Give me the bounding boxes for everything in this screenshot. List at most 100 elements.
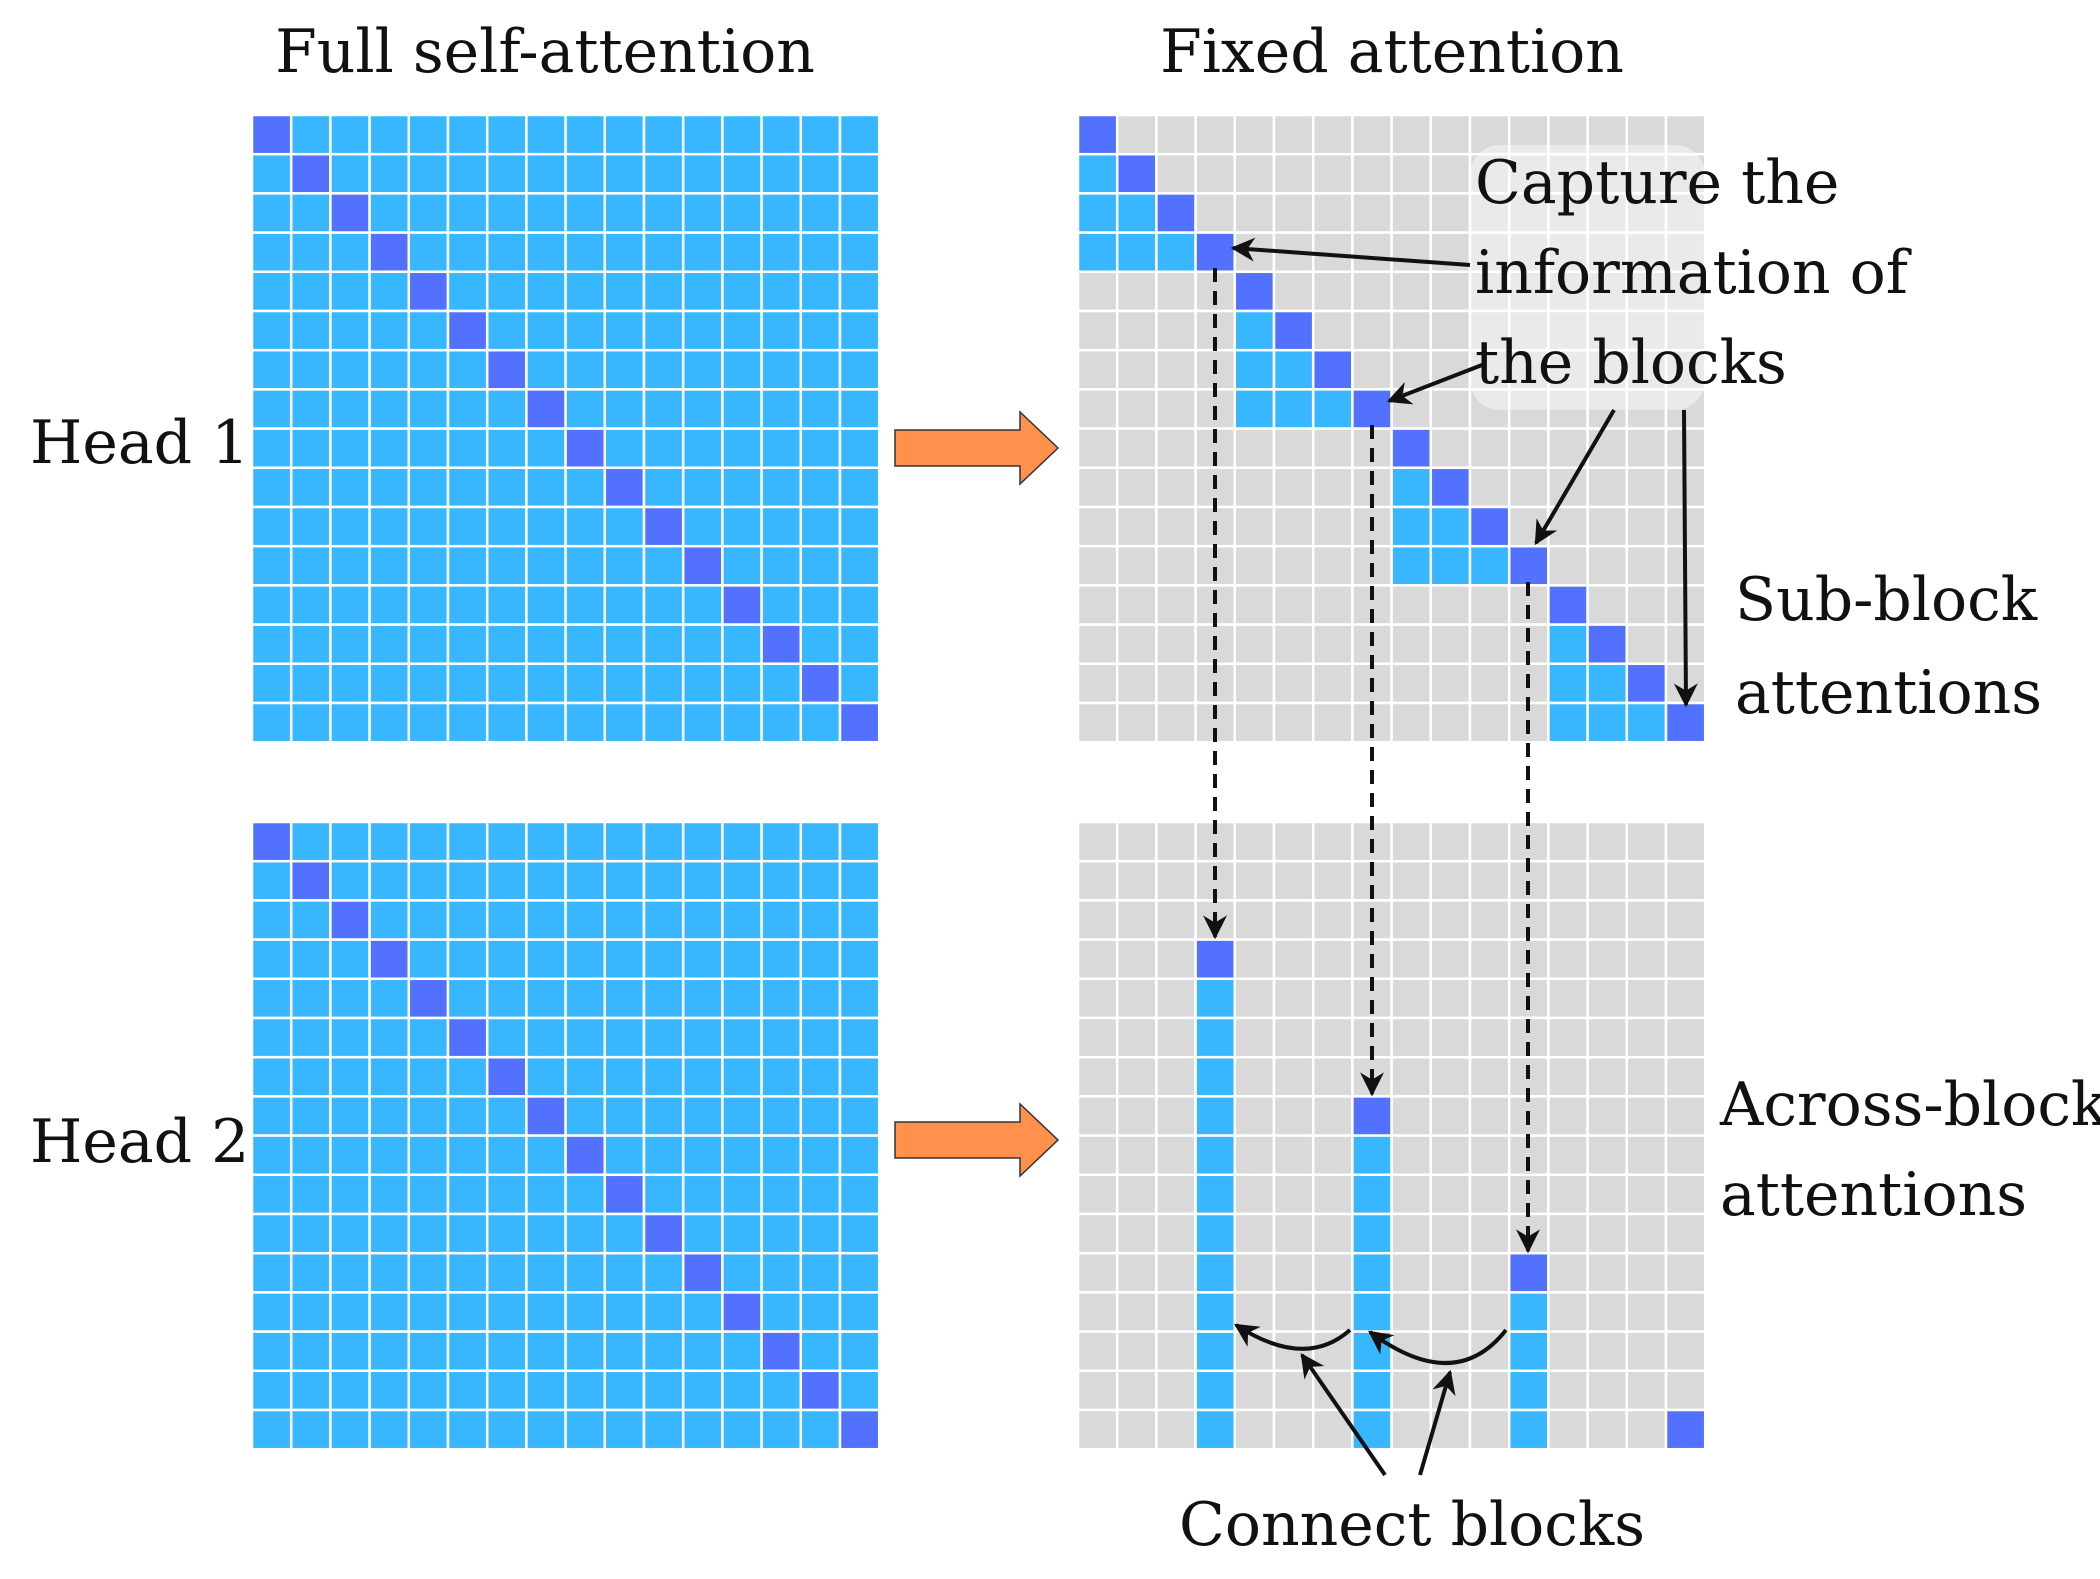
attention-cell-attended [446, 1173, 489, 1216]
attention-cell-masked [1547, 820, 1589, 863]
attention-cell-attended [760, 231, 803, 274]
attention-cell-attended [1155, 231, 1197, 274]
attention-cell-attended [564, 1251, 607, 1294]
attention-cell-masked [1311, 938, 1354, 981]
attention-cell-masked [1194, 192, 1237, 234]
capture-arrow-3 [1534, 408, 1616, 546]
attention-cell-masked [1664, 388, 1707, 430]
attention-cell-masked [1547, 1055, 1589, 1098]
attention-cell-masked [1547, 1369, 1589, 1412]
attention-cell-attended [525, 231, 567, 274]
attention-cell-attended [368, 584, 411, 626]
attention-cell-masked [1311, 1173, 1354, 1216]
attention-cell-attended [525, 584, 567, 626]
capture-arrow-4 [1673, 409, 1698, 708]
attention-cell-diagonal [250, 113, 293, 156]
attention-cell-attended [368, 859, 411, 902]
attention-cell-masked [1625, 938, 1668, 981]
attention-cell-masked [1115, 820, 1158, 863]
attention-cell-attended [525, 152, 567, 195]
attention-cell-masked [1625, 1055, 1668, 1098]
attention-cell-attended [1194, 1212, 1237, 1255]
attention-cell-attended [838, 113, 881, 156]
attention-cell-attended [721, 270, 763, 313]
attention-cell-diagonal [1547, 584, 1589, 626]
attention-cell-attended [681, 1212, 724, 1255]
attention-cell-attended [368, 1369, 411, 1412]
attention-cell-masked [1272, 113, 1315, 156]
attention-cell-masked [1625, 820, 1668, 863]
attention-cell-attended [721, 701, 763, 744]
attention-cell-masked [1664, 1055, 1707, 1098]
attention-cell-attended [485, 1408, 528, 1451]
attention-cell-masked [1468, 1291, 1511, 1333]
attention-cell-masked [1272, 938, 1315, 981]
attention-cell-attended [681, 427, 724, 470]
attention-cell-masked [1155, 113, 1197, 156]
attention-cell-attended [603, 1212, 646, 1255]
attention-cell-attended [446, 388, 489, 430]
attention-cell-attended [721, 1134, 763, 1177]
attention-cell-masked [1155, 859, 1197, 902]
attention-cell-attended [799, 1134, 842, 1177]
attention-cell-masked [1625, 1016, 1668, 1059]
attention-cell-masked [1311, 309, 1354, 352]
attention-cell-attended [799, 270, 842, 313]
attention-cell-attended [721, 192, 763, 234]
attention-cell-attended [368, 701, 411, 744]
attention-cell-attended [564, 1369, 607, 1412]
attention-cell-masked [1625, 1212, 1668, 1255]
attention-cell-masked [1468, 977, 1511, 1020]
attention-cell-masked [1429, 427, 1472, 470]
attention-cell-masked [1351, 309, 1393, 352]
title-fixed-attention: Fixed attention [1160, 17, 1624, 87]
attention-cell-attended [760, 820, 803, 863]
attention-cell-masked [1272, 977, 1315, 1020]
attention-cell-masked [1233, 1095, 1276, 1137]
attention-cell-attended [564, 899, 607, 941]
attention-cell-masked [1547, 1408, 1589, 1451]
attention-cell-attended [799, 1016, 842, 1059]
attention-cell-attended [799, 1251, 842, 1294]
attention-cell-attended [250, 466, 293, 509]
attention-cell-masked [1076, 309, 1119, 352]
attention-cell-attended [1351, 1291, 1393, 1333]
attention-cell-attended [446, 977, 489, 1020]
attention-cell-attended [250, 231, 293, 274]
attention-cell-masked [1429, 309, 1472, 352]
attention-cell-masked [1468, 1369, 1511, 1412]
attention-cell-attended [329, 1016, 371, 1059]
attention-cell-attended [250, 899, 293, 941]
attention-cell-masked [1586, 820, 1629, 863]
attention-cell-diagonal [368, 938, 411, 981]
attention-cell-masked [1115, 1173, 1158, 1216]
attention-cell-masked [1625, 1408, 1668, 1451]
attention-cell-attended [603, 1055, 646, 1098]
attention-cell-masked [1547, 859, 1589, 902]
attention-cell-attended [289, 1173, 332, 1216]
attention-cell-masked [1272, 427, 1315, 470]
attention-cell-masked [1586, 1251, 1629, 1294]
attention-cell-attended [681, 388, 724, 430]
attention-cell-attended [368, 1251, 411, 1294]
attention-cell-attended [799, 1173, 842, 1216]
attention-cell-attended [407, 231, 450, 274]
attention-cell-attended [329, 1134, 371, 1177]
attention-cell-masked [1233, 1134, 1276, 1177]
attention-cell-attended [760, 270, 803, 313]
attention-cell-attended [721, 348, 763, 391]
attention-cell-masked [1625, 623, 1668, 666]
attention-cell-attended [642, 1330, 685, 1373]
attention-cell-masked [1664, 1212, 1707, 1255]
attention-cell-attended [1507, 1369, 1550, 1412]
attention-cell-attended [1547, 701, 1589, 744]
attention-cell-attended [799, 820, 842, 863]
attention-cell-masked [1272, 270, 1315, 313]
attention-cell-masked [1233, 427, 1276, 470]
attention-cell-masked [1311, 1016, 1354, 1059]
attention-cell-attended [681, 820, 724, 863]
attention-cell-masked [1115, 701, 1158, 744]
attention-cell-masked [1625, 270, 1668, 313]
attention-cell-attended [564, 1055, 607, 1098]
attention-cell-attended [485, 1212, 528, 1255]
